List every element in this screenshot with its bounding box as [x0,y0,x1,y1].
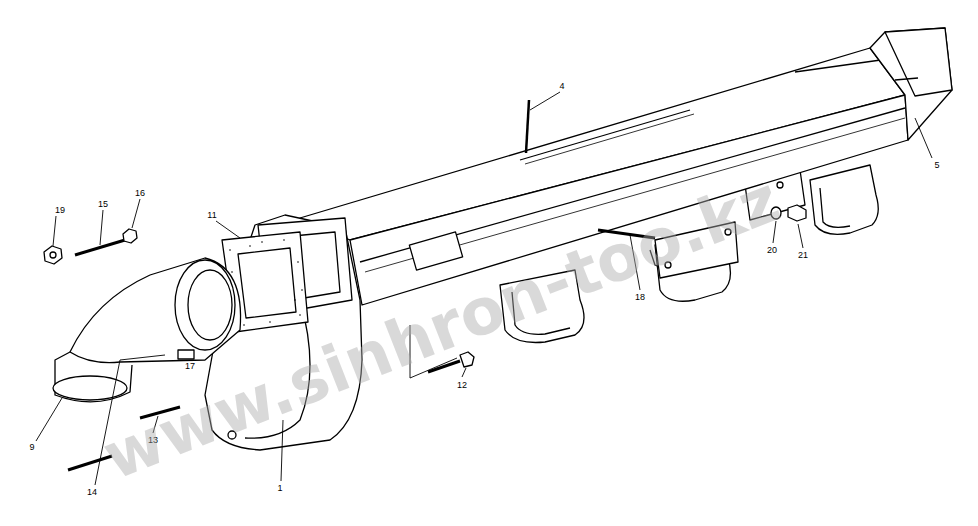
stud [526,100,529,153]
pipe-flange [175,260,235,350]
tube-rib [525,114,694,164]
end-pin [895,78,918,80]
callout-number: 20 [767,246,777,255]
callout-number: 21 [798,251,808,260]
pipe-bore [188,270,232,340]
nut [44,246,62,264]
callout-number: 5 [934,161,939,170]
callout-number: 17 [185,362,195,371]
nut-bore [50,252,56,258]
callout-number: 19 [55,206,65,215]
runner [810,165,878,234]
bolt-head [460,352,474,367]
end-cap-face [885,28,952,96]
callout-number: 14 [87,488,97,497]
gasket-hole [238,248,296,318]
callout-number: 18 [635,293,645,302]
pipe-contour [70,275,150,352]
inspection-pad [409,232,462,270]
nut [123,229,137,243]
callout-number: 11 [207,211,216,220]
callout-number: 16 [135,189,145,198]
end-cap [870,28,952,140]
callout-number: 15 [98,200,108,209]
plug [788,205,806,221]
callout-number: 1 [277,484,282,493]
callout-number: 4 [559,82,564,91]
callout-number: 9 [29,443,34,452]
clamp [178,350,194,359]
callout-number: 12 [457,381,467,390]
bolt-hole [777,182,783,188]
runner-edge [820,188,850,227]
tube-rib [520,110,690,160]
